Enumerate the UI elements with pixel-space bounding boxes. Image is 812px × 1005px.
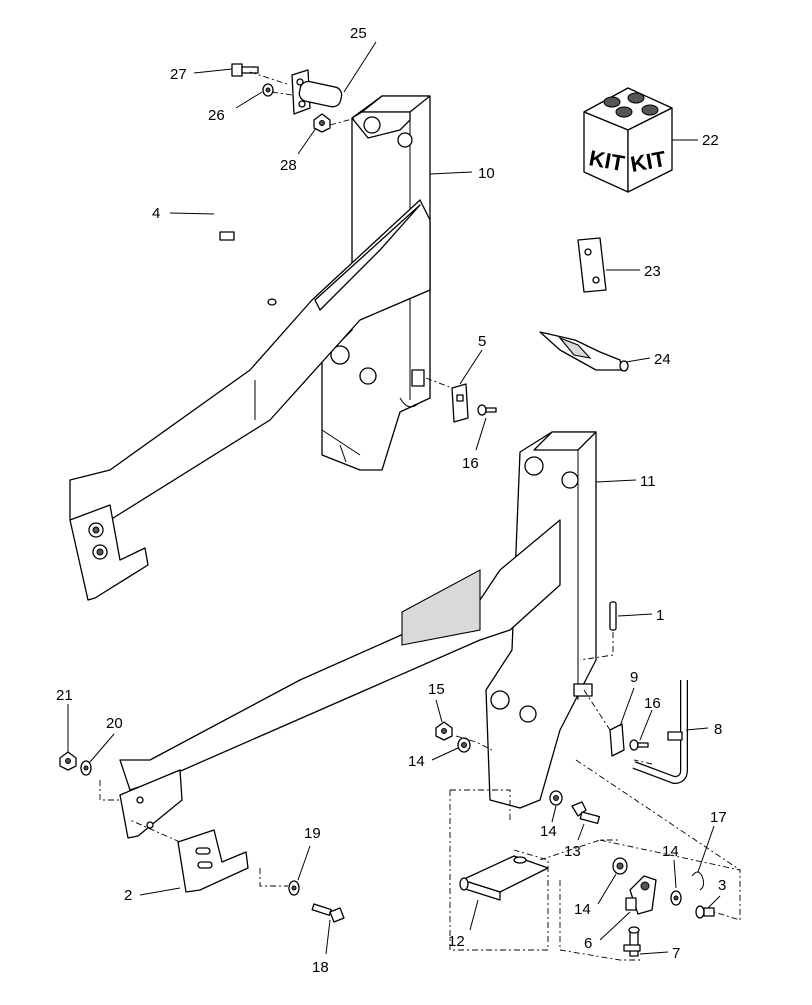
pin-1 xyxy=(609,601,617,631)
screw-16-upper xyxy=(477,404,497,416)
clip-17 xyxy=(691,871,705,891)
washer-19 xyxy=(288,880,300,896)
callout-7: 7 xyxy=(672,945,680,962)
callout-14d: 14 xyxy=(662,843,679,860)
handle-rod-4 xyxy=(214,175,277,306)
callout-4: 4 xyxy=(152,205,160,222)
callout-22: 22 xyxy=(702,132,719,149)
pivot-pin-plate xyxy=(291,69,343,115)
callout-21: 21 xyxy=(56,687,73,704)
callout-14a: 14 xyxy=(408,753,425,770)
callout-16-upper: 16 xyxy=(462,455,479,472)
bracket-9 xyxy=(609,723,625,757)
nut-21 xyxy=(59,751,77,771)
assembly-line-5 xyxy=(425,377,453,389)
assembly-lines xyxy=(99,71,741,961)
kit-box: KIT KIT xyxy=(583,87,673,193)
washer-14d xyxy=(670,890,682,906)
handle-8 xyxy=(632,680,688,785)
callout-18: 18 xyxy=(312,959,329,976)
callout-16-lower: 16 xyxy=(644,695,661,712)
callout-19: 19 xyxy=(304,825,321,842)
callout-2: 2 xyxy=(124,887,132,904)
nut-28 xyxy=(313,113,331,133)
bolt-18 xyxy=(311,903,345,923)
callout-6: 6 xyxy=(584,935,592,952)
screw-16-lower xyxy=(629,739,649,751)
pin-7 xyxy=(623,926,641,957)
bolt-27 xyxy=(231,63,259,77)
callout-27: 27 xyxy=(170,66,187,83)
bolt-13 xyxy=(571,801,601,825)
bracket-2 xyxy=(177,829,249,893)
callout-23: 23 xyxy=(644,263,661,280)
callout-14b: 14 xyxy=(540,823,557,840)
callout-28: 28 xyxy=(280,157,297,174)
callout-1: 1 xyxy=(656,607,664,624)
callout-25: 25 xyxy=(350,25,367,42)
callout-14c: 14 xyxy=(574,901,591,918)
nut-15 xyxy=(435,721,453,741)
callout-9: 9 xyxy=(630,669,638,686)
callout-26: 26 xyxy=(208,107,225,124)
washer-14b xyxy=(549,790,563,806)
clevis-6 xyxy=(625,875,657,915)
callout-10: 10 xyxy=(478,165,495,182)
washer-26 xyxy=(262,83,274,97)
upper-loader-arm xyxy=(69,95,431,601)
pad-12 xyxy=(459,855,549,901)
washer-14c xyxy=(612,857,628,875)
callout-3: 3 xyxy=(718,877,726,894)
leader-lines xyxy=(67,41,721,955)
washer-14a xyxy=(457,737,471,753)
bolt-3 xyxy=(695,905,715,919)
callout-8: 8 xyxy=(714,721,722,738)
callout-12: 12 xyxy=(448,933,465,950)
plate-5 xyxy=(451,383,469,423)
plate-23 xyxy=(577,237,607,293)
callout-labels: 1 2 3 4 5 6 7 8 9 10 11 12 13 14 14 14 1… xyxy=(56,25,727,976)
lower-loader-arm xyxy=(119,431,597,839)
washer-20 xyxy=(80,760,92,776)
assembly-line-1 xyxy=(579,632,614,661)
callout-15: 15 xyxy=(428,681,445,698)
kit-label-left: KIT xyxy=(587,145,627,176)
callout-13: 13 xyxy=(564,843,581,860)
callout-11: 11 xyxy=(640,473,656,490)
latch-24 xyxy=(539,331,629,372)
callout-20: 20 xyxy=(106,715,123,732)
kit-label-right: KIT xyxy=(629,146,669,177)
callout-24: 24 xyxy=(654,351,671,368)
callout-5: 5 xyxy=(478,333,486,350)
callout-17: 17 xyxy=(710,809,727,826)
